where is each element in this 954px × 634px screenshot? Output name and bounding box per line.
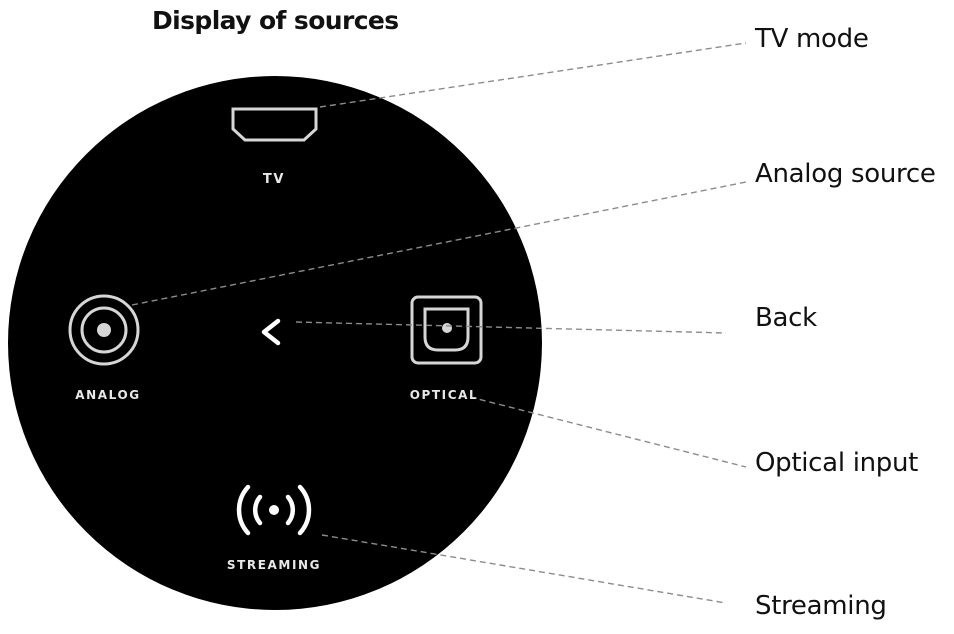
analog-jack-icon[interactable]: [68, 294, 140, 366]
broadcast-icon[interactable]: [236, 484, 312, 536]
dial-label-optical: OPTICAL: [409, 388, 479, 402]
callout-streaming: Streaming: [755, 591, 887, 621]
leader-line-analog: [131, 181, 747, 306]
leader-lines: [131, 42, 747, 604]
chevron-left-icon[interactable]: [261, 318, 281, 346]
leader-line-streaming: [321, 534, 727, 604]
leader-line-optical: [469, 396, 747, 468]
page-title: Display of sources: [152, 6, 399, 35]
hdmi-port-icon[interactable]: [231, 107, 318, 142]
callout-tv-mode: TV mode: [755, 24, 869, 54]
leader-line-tv: [319, 42, 747, 108]
optical-port-icon[interactable]: [410, 295, 483, 365]
callout-back: Back: [755, 303, 817, 333]
dial-label-analog: ANALOG: [75, 388, 141, 402]
dial-label-tv: TV: [262, 172, 286, 187]
callout-analog-source: Analog source: [755, 159, 936, 189]
leader-line-back: [295, 321, 727, 334]
dial-label-streaming: STREAMING: [226, 558, 322, 572]
callout-optical-input: Optical input: [755, 448, 919, 478]
